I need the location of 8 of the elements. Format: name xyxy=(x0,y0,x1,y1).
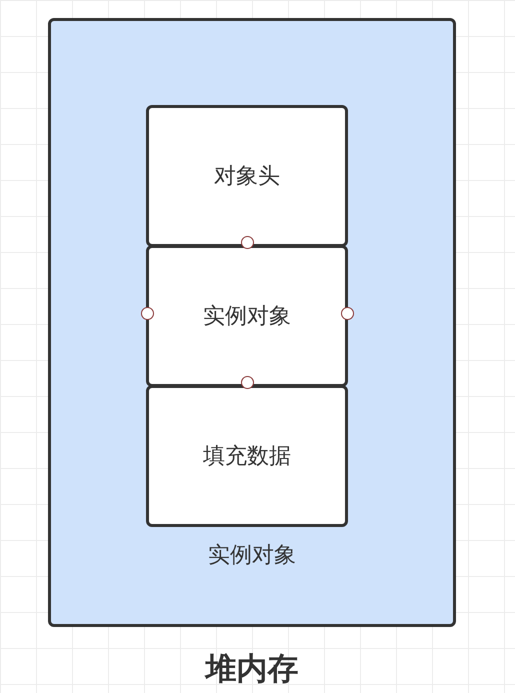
field-box xyxy=(146,385,348,527)
field-label: 对象头 xyxy=(214,163,280,191)
field-box xyxy=(146,105,348,247)
field-label: 填充数据 xyxy=(203,443,291,471)
region-label: 实例对象 xyxy=(207,542,297,570)
field-label: 实例对象 xyxy=(203,303,291,331)
field-box xyxy=(146,245,348,387)
region-title: 堆内存 xyxy=(204,650,300,689)
